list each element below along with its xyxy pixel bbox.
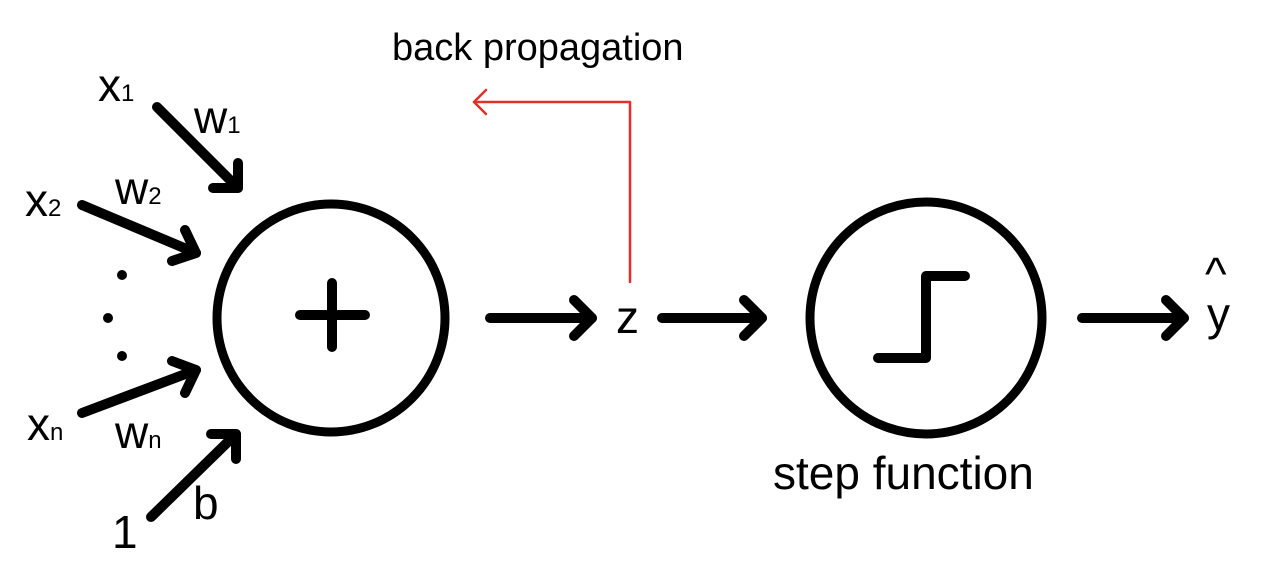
output-label: y xyxy=(1207,288,1230,340)
input-1-arrowhead xyxy=(208,158,243,193)
output-hat: ^ xyxy=(1205,248,1227,300)
step-node: step function xyxy=(773,197,1047,499)
sum-node xyxy=(212,199,450,437)
input-n: xn wn xyxy=(27,356,201,458)
ellipsis-dots xyxy=(103,270,127,361)
step-to-output-arrow xyxy=(1077,295,1189,341)
step-to-output-arrowhead xyxy=(1161,295,1189,341)
back-propagation-label: back propagation xyxy=(392,27,684,69)
input-1: x1 w1 xyxy=(98,59,243,193)
z-to-step-arrow xyxy=(657,295,767,341)
z-label: z xyxy=(616,291,639,343)
sum-to-z-arrowhead xyxy=(569,295,597,341)
dot-3 xyxy=(117,351,127,361)
input-2-arrow xyxy=(77,200,201,258)
dot-1 xyxy=(117,270,127,280)
weight-1-label: w1 xyxy=(193,91,241,143)
input-1-label: x1 xyxy=(98,59,134,111)
step-function-caption: step function xyxy=(773,447,1034,499)
input-n-label: xn xyxy=(27,398,63,450)
back-propagation-line xyxy=(472,100,632,284)
bias-input: 1 b xyxy=(112,429,241,558)
output: ^ y xyxy=(1205,248,1230,340)
back-propagation-arrowhead xyxy=(472,88,488,116)
input-2-label: x2 xyxy=(25,174,61,226)
input-2: x2 w2 xyxy=(25,162,201,266)
input-n-arrowhead xyxy=(167,356,201,398)
back-propagation: back propagation xyxy=(392,27,684,284)
dot-2 xyxy=(103,313,113,323)
bias-weight-label: b xyxy=(193,477,219,529)
step-function-icon xyxy=(873,271,970,363)
bias-arrowhead xyxy=(206,429,241,464)
weight-n-label: wn xyxy=(114,406,162,458)
input-n-arrow xyxy=(77,365,201,418)
input-2-arrowhead xyxy=(167,225,201,266)
input-1-arrow xyxy=(152,102,243,193)
bias-arrow xyxy=(146,429,241,522)
sum-to-z-arrow xyxy=(485,295,597,341)
weight-2-label: w2 xyxy=(114,162,162,214)
z-to-step-arrowhead xyxy=(739,295,767,341)
bias-input-label: 1 xyxy=(112,506,138,558)
